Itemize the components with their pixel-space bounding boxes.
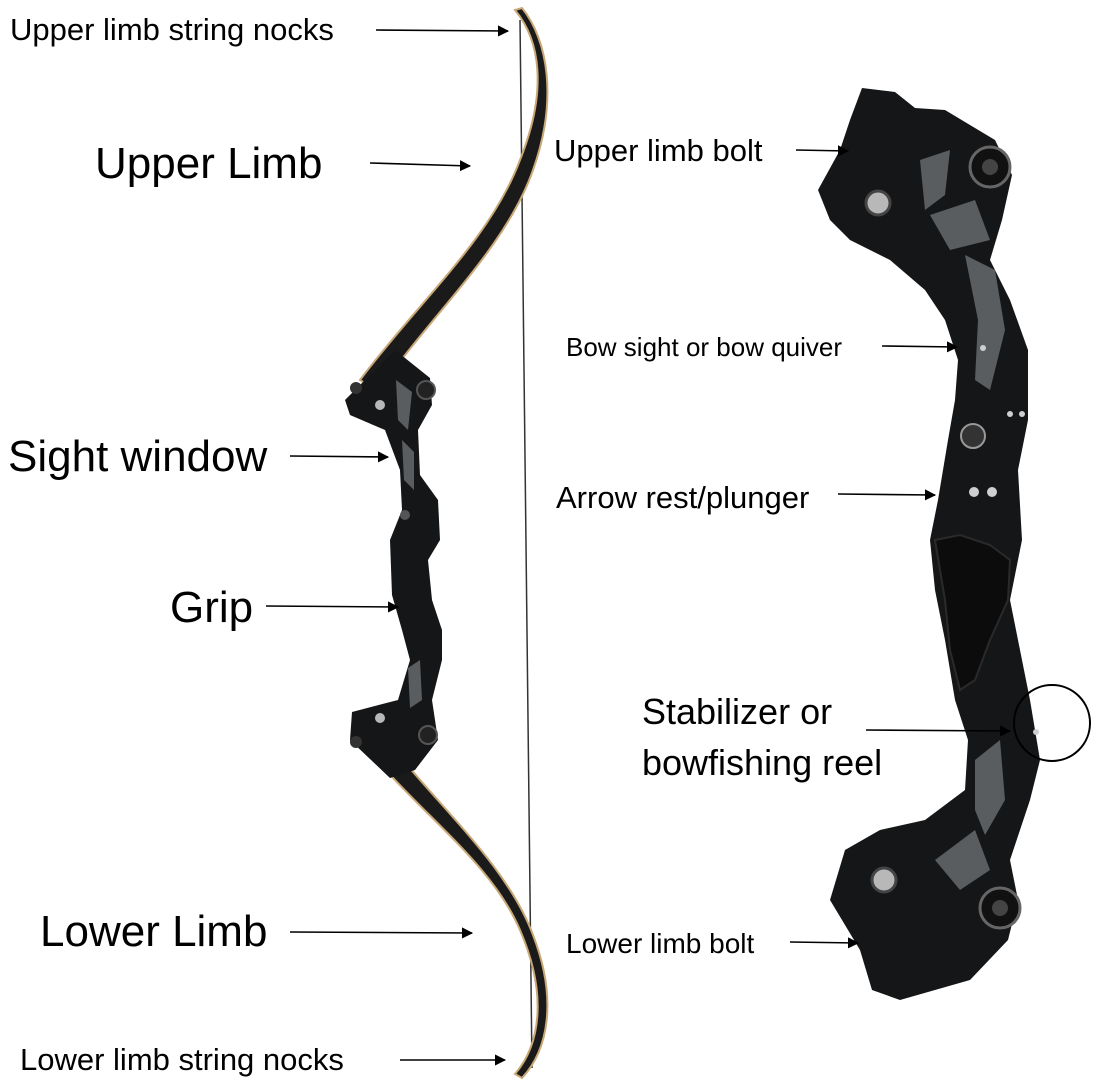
mount-hole-icon [1019,411,1025,417]
sight-mount-hole-icon [980,345,986,351]
arrow-grip [265,601,400,613]
riser-shape [345,350,442,778]
label-grip: Grip [170,583,254,632]
arrow-upper-nocks [375,25,510,37]
riser-cutout [920,150,950,210]
grip-shape [933,533,1012,692]
label-lower-limb: Lower Limb [40,907,268,956]
bolt-icon [375,400,385,410]
bolt-icon [418,725,438,745]
bolt-icon [350,382,362,394]
bolt-icon [350,736,362,748]
bolt-icon [416,380,436,400]
riser-closeup [818,88,1091,1000]
label-lower-nocks: Lower limb string nocks [20,1042,344,1077]
riser-cutout [396,380,412,430]
upper-limb-bolt-icon [864,189,892,217]
arrow-stabilizer [865,725,1012,737]
riser-cutout [935,830,990,890]
logo-medallion-icon [960,423,986,449]
bolt-icon [400,510,410,520]
arrow-lower-limb [289,927,474,939]
label-upper-bolt: Upper limb bolt [554,133,763,168]
riser-cutout [930,200,990,250]
riser-cutout [975,740,1005,835]
label-sight-window: Sight window [8,432,268,481]
label-lower-bolt: Lower limb bolt [566,928,755,959]
arrow-upper-bolt [795,145,850,157]
upper-limb-shape [358,6,549,394]
riser-cutout [408,660,422,708]
limb-wheel-hub-icon [982,159,998,175]
bolt-icon [375,713,385,723]
limb-wheel-hub-icon [992,900,1008,916]
recurve-bow-full [345,6,549,1080]
riser-cutout [402,440,414,490]
arrow-sight-quiver [881,341,959,353]
label-upper-limb: Upper Limb [95,139,323,188]
arrow-rest-hole-icon [987,487,997,497]
label-upper-nocks: Upper limb string nocks [10,12,334,47]
label-arrow-rest: Arrow rest/plunger [556,480,810,515]
arrow-sight-window [289,451,390,463]
lower-limb-bolt-icon [870,866,898,894]
mount-hole-icon [1007,411,1013,417]
label-stabilizer-line2: bowfishing reel [642,742,883,783]
riser-cutout [965,255,1005,390]
label-sight-quiver: Bow sight or bow quiver [566,332,843,362]
pointer-arrows [265,25,1012,1066]
arrow-arrow-rest [837,489,937,501]
arrow-rest-hole-icon [969,487,979,497]
stabilizer-hole-icon [1033,729,1039,735]
label-stabilizer-line1: Stabilizer or [642,691,833,732]
stabilizer-highlight-circle [1013,684,1091,762]
lower-limb-shape [358,726,549,1080]
arrow-lower-bolt [789,937,860,949]
riser-closeup-shape [818,88,1040,1000]
arrow-upper-limb [369,160,472,172]
